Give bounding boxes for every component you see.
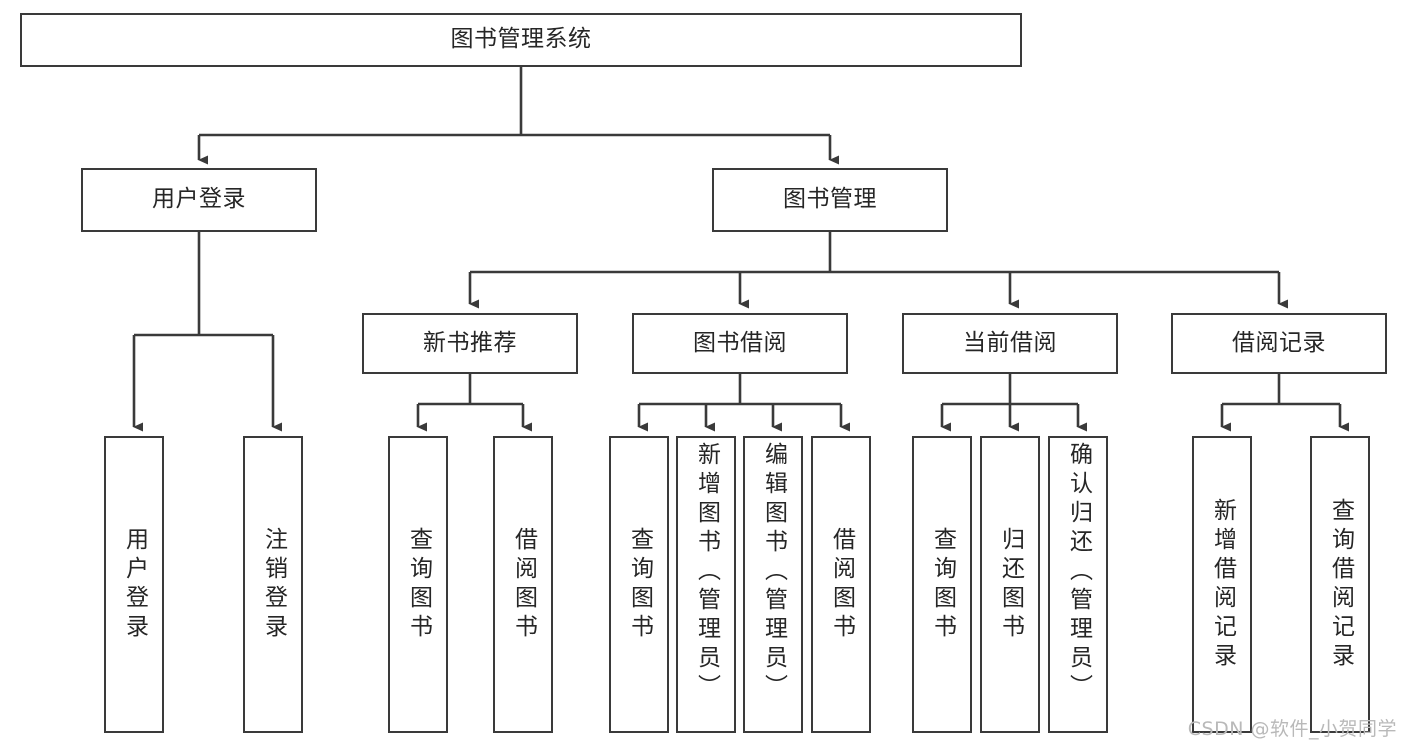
node-leaf-query-borrow-record[interactable]: 查询借阅记录 — [1310, 436, 1370, 733]
node-label: 借阅记录 — [1232, 329, 1326, 356]
node-label: 归还图书 — [997, 526, 1024, 643]
node-leaf-edit-book-admin[interactable]: 编辑图书（管理员） — [743, 436, 803, 733]
node-label: 注销登录 — [260, 526, 287, 643]
node-label: 当前借阅 — [963, 329, 1057, 356]
node-label: 用户登录 — [152, 186, 246, 213]
node-leaf-borrow-book-recommend[interactable]: 借阅图书 — [493, 436, 553, 733]
node-user-login[interactable]: 用户登录 — [81, 168, 317, 232]
node-label: 新书推荐 — [423, 329, 517, 356]
node-leaf-user-login[interactable]: 用户登录 — [104, 436, 164, 733]
node-book-management[interactable]: 图书管理 — [712, 168, 948, 232]
node-label: 借阅图书 — [828, 526, 855, 643]
node-borrow-record[interactable]: 借阅记录 — [1171, 313, 1387, 374]
node-new-book-recommend[interactable]: 新书推荐 — [362, 313, 578, 374]
node-leaf-query-book-recommend[interactable]: 查询图书 — [388, 436, 448, 733]
node-label: 查询图书 — [405, 526, 432, 643]
node-root-book-management-system[interactable]: 图书管理系统 — [20, 13, 1022, 67]
node-book-borrow[interactable]: 图书借阅 — [632, 313, 848, 374]
watermark: CSDN @软件_小贺同学 — [1187, 718, 1397, 740]
node-leaf-confirm-return-admin[interactable]: 确认归还（管理员） — [1048, 436, 1108, 733]
node-label: 查询图书 — [626, 526, 653, 643]
node-label: 图书管理系统 — [450, 26, 592, 53]
node-current-borrow[interactable]: 当前借阅 — [902, 313, 1118, 374]
node-label: 新增图书（管理员） — [693, 442, 720, 703]
node-label: 图书管理 — [783, 186, 877, 213]
node-leaf-add-book-admin[interactable]: 新增图书（管理员） — [676, 436, 736, 733]
node-leaf-borrow-book[interactable]: 借阅图书 — [811, 436, 871, 733]
node-label: 查询借阅记录 — [1327, 497, 1354, 672]
node-label: 确认归还（管理员） — [1065, 442, 1092, 703]
node-leaf-add-borrow-record[interactable]: 新增借阅记录 — [1192, 436, 1252, 733]
node-label: 查询图书 — [929, 526, 956, 643]
node-label: 图书借阅 — [693, 329, 787, 356]
node-leaf-logout[interactable]: 注销登录 — [243, 436, 303, 733]
node-leaf-return-book[interactable]: 归还图书 — [980, 436, 1040, 733]
node-label: 新增借阅记录 — [1209, 497, 1236, 672]
node-label: 用户登录 — [121, 526, 148, 643]
node-leaf-query-book-current[interactable]: 查询图书 — [912, 436, 972, 733]
node-leaf-query-book-borrow[interactable]: 查询图书 — [609, 436, 669, 733]
node-label: 编辑图书（管理员） — [760, 442, 787, 703]
node-label: 借阅图书 — [510, 526, 537, 643]
